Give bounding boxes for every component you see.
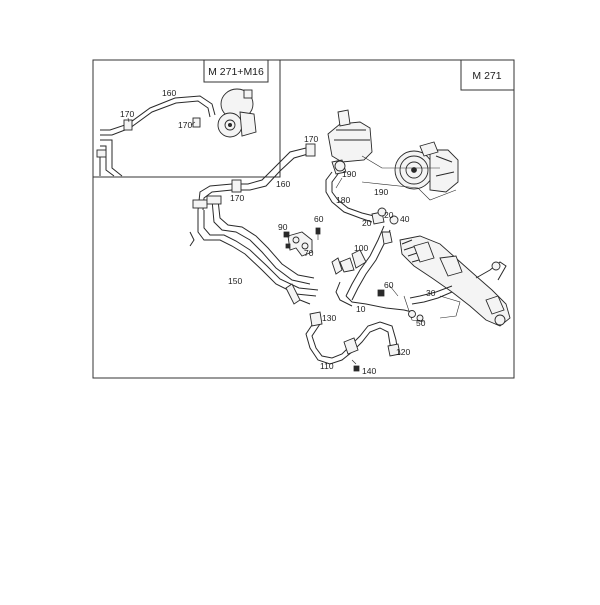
steering-gear xyxy=(399,235,511,327)
inset-clamp-170-b xyxy=(192,117,201,128)
callout-50: 50 xyxy=(416,318,426,328)
callout-180: 180 xyxy=(336,195,350,205)
callout-170-inset-a: 170 xyxy=(120,109,134,119)
pressure-hose xyxy=(331,207,413,313)
callout-170-top: 170 xyxy=(304,134,318,144)
bolt-140 xyxy=(353,365,360,372)
callout-160-inset: 160 xyxy=(162,88,176,98)
inset-label-box xyxy=(203,59,269,83)
callout-60-top: 60 xyxy=(314,214,324,224)
reservoir-tank xyxy=(327,121,373,163)
callout-10: 10 xyxy=(356,304,366,314)
clamp-130 xyxy=(309,311,323,327)
line-assembly-150 xyxy=(189,195,319,305)
steering-pump xyxy=(394,141,459,193)
callout-120: 120 xyxy=(396,347,410,357)
callout-20-a: 20 xyxy=(384,210,394,220)
callout-150: 150 xyxy=(228,276,242,286)
inset-assembly xyxy=(96,88,257,177)
callout-190-b: 190 xyxy=(374,187,388,197)
main-label-box xyxy=(460,59,515,91)
callout-190-a: 190 xyxy=(342,169,356,179)
inset-clamp-170-a xyxy=(123,119,133,131)
pump-body xyxy=(429,149,459,193)
lower-hose-110 xyxy=(305,311,401,372)
reservoir xyxy=(327,109,373,175)
callout-140: 140 xyxy=(362,366,376,376)
callout-90: 90 xyxy=(278,222,288,232)
callout-160-main: 160 xyxy=(276,179,290,189)
bolt-60 xyxy=(377,289,385,297)
callout-70: 70 xyxy=(304,248,314,258)
clamp-170-left xyxy=(231,179,242,193)
inset-clip xyxy=(96,149,107,158)
main-label: M 271 xyxy=(472,70,501,82)
inset-frame xyxy=(92,59,281,178)
suction-hose-180 xyxy=(325,171,385,225)
bracket-70 xyxy=(283,227,321,257)
callout-40: 40 xyxy=(400,214,410,224)
callout-100: 100 xyxy=(354,243,368,253)
callout-20-b: 20 xyxy=(362,218,372,228)
inset-label: M 271+M16 xyxy=(208,66,264,78)
callout-30: 30 xyxy=(426,288,436,298)
callout-60-mid: 60 xyxy=(384,280,394,290)
callout-130: 130 xyxy=(322,313,336,323)
callout-110: 110 xyxy=(320,361,334,371)
callout-170-left: 170 xyxy=(230,193,244,203)
clamp-170-top xyxy=(305,143,316,157)
callout-170-inset-b: 170 xyxy=(178,120,192,130)
diagram-frame xyxy=(92,59,515,379)
